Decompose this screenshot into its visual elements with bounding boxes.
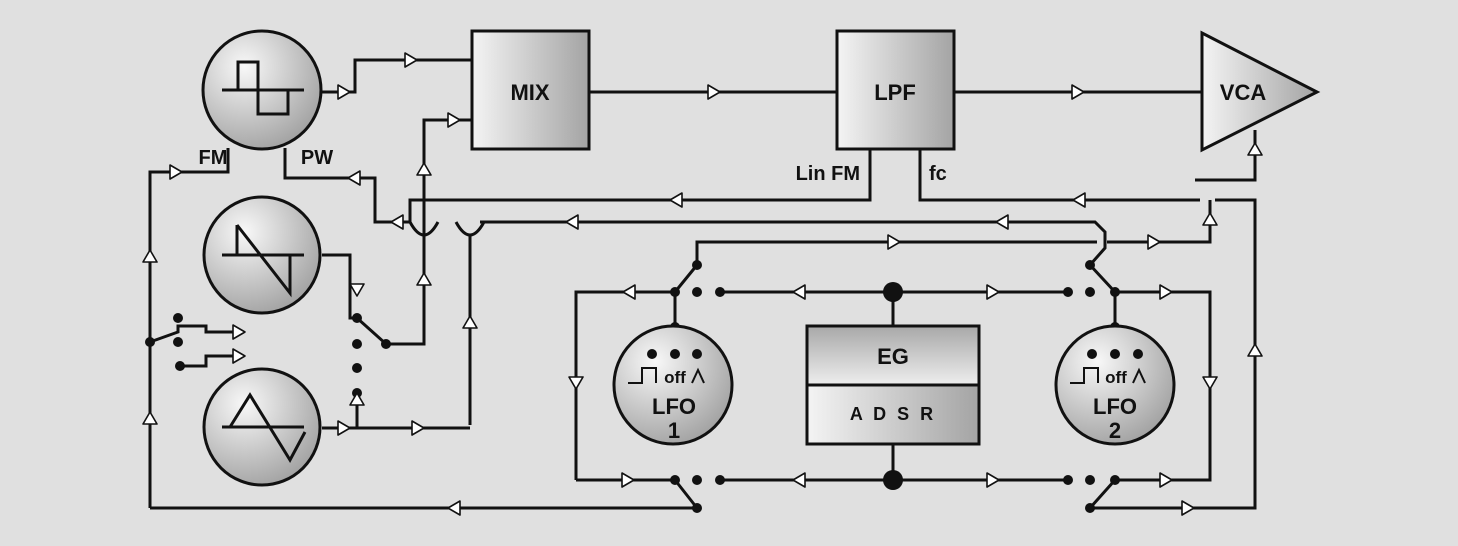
vca-block: VCA [1200,30,1321,153]
square-wave-icon [222,60,304,116]
lfo1-number: 1 [668,418,680,443]
direction-arrows [142,52,1263,516]
lfo2-number: 2 [1109,418,1121,443]
lfo2-square-icon [1070,367,1099,384]
lfo1-block: off LFO 1 [612,324,734,446]
mix-block: MIX [470,29,591,151]
square-oscillator [201,29,323,151]
lpf-block: LPF [835,29,956,151]
eg-block: EG A D S R [805,324,981,446]
lfo2-label: LFO [1093,394,1137,419]
junction-dots [145,260,1120,513]
lfo1-label: LFO [652,394,696,419]
lfo2-off: off [1105,368,1127,387]
lin-fm-label: Lin FM [796,163,860,185]
saw-oscillator [202,195,322,315]
lfo1-triangle-icon [691,367,705,384]
lfo1-off: off [664,368,686,387]
mix-label: MIX [510,80,549,105]
lfo1-square-icon [628,367,657,384]
triangle-wave-icon [222,392,307,464]
eg-params: A D S R [850,404,936,424]
wire-crossovers [408,221,486,237]
vca-label: VCA [1220,80,1267,105]
triangle-oscillator [202,367,322,487]
lfo2-block: off LFO 2 [1054,324,1176,446]
lfo2-triangle-icon [1132,367,1146,384]
pw-label: PW [301,147,333,169]
eg-title: EG [877,344,909,369]
saw-wave-icon [222,224,304,298]
fm-label: FM [199,147,228,169]
lpf-label: LPF [874,80,916,105]
fc-label: fc [929,163,947,185]
